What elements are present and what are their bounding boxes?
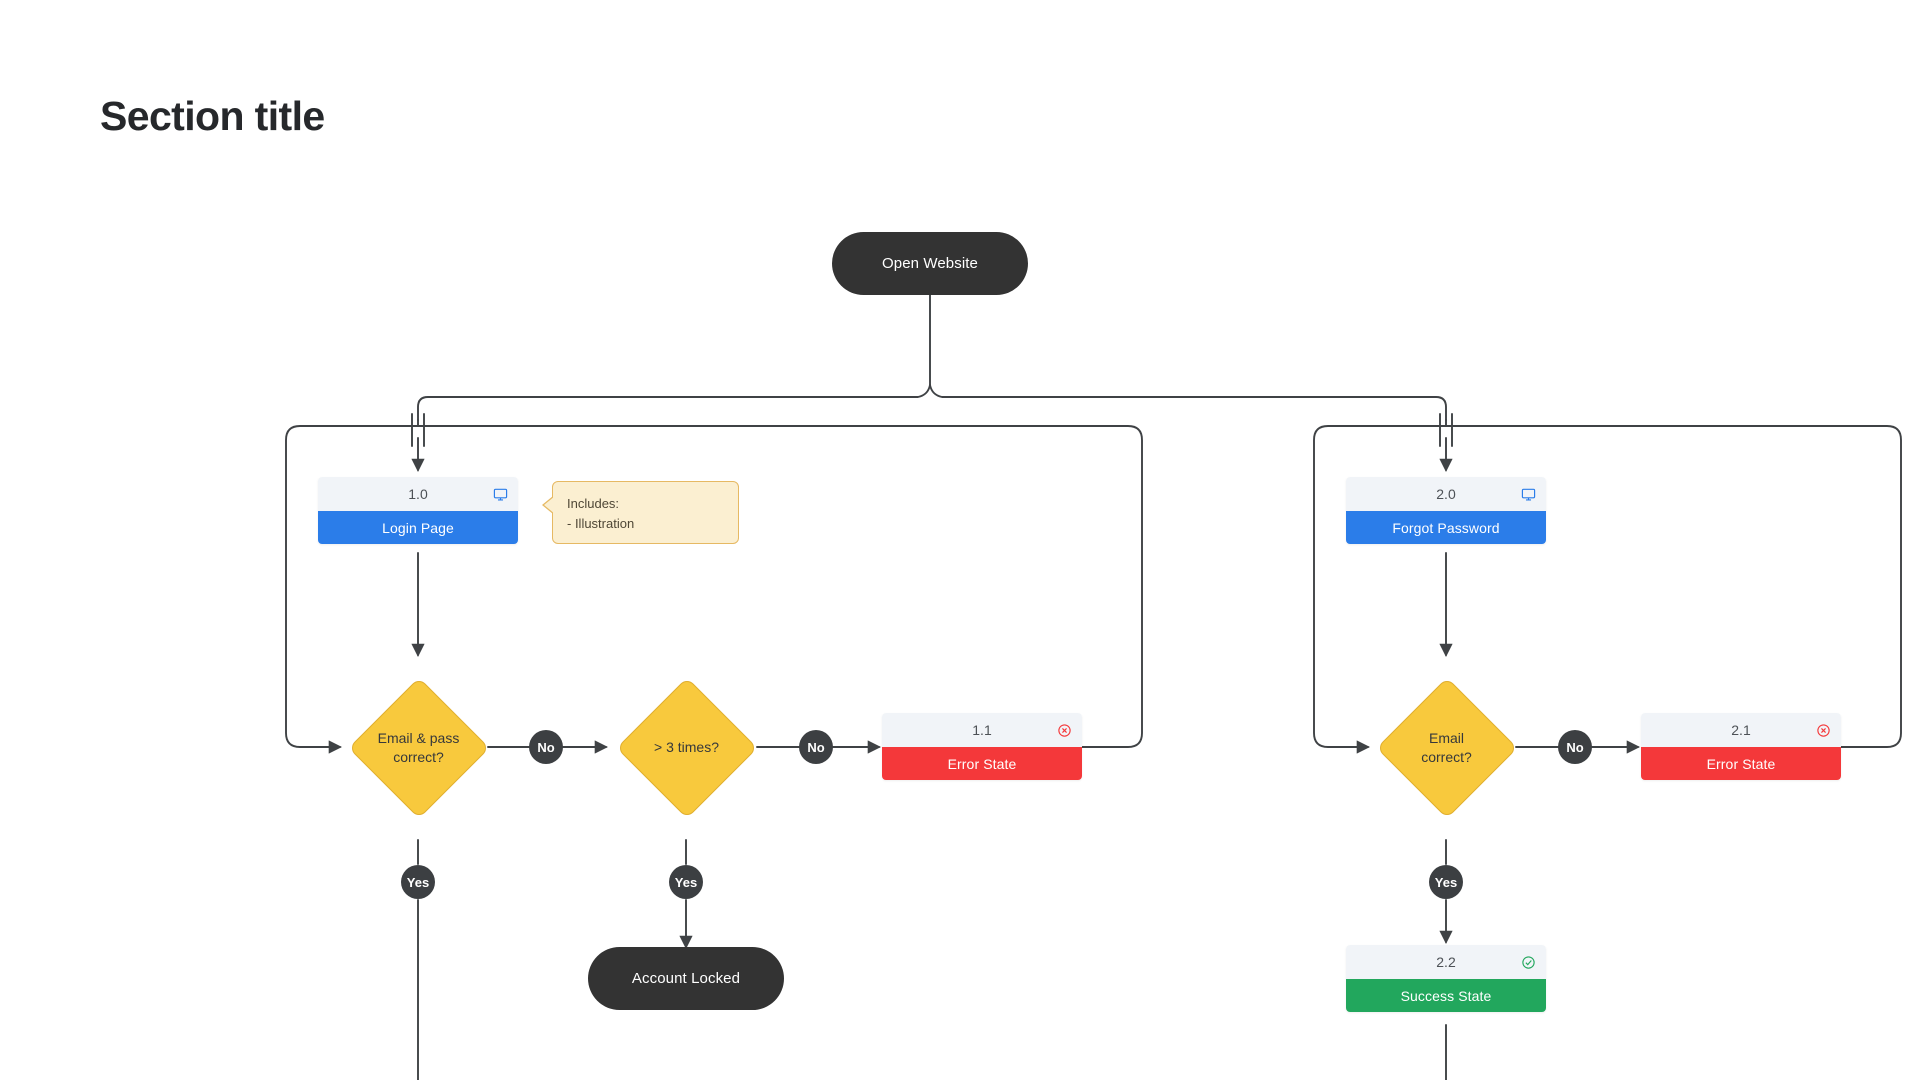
edge-label-no-2: No	[799, 730, 833, 764]
node-open-website[interactable]: Open Website	[832, 232, 1028, 295]
edge-label-no-3: No	[1558, 730, 1592, 764]
edge-split-right	[929, 384, 1447, 421]
note-login-page-includes[interactable]: Includes: - Illustration	[542, 481, 739, 544]
monitor-icon	[492, 486, 508, 502]
node-error-1-1-body: Error State	[882, 747, 1082, 780]
node-decision-email-correct[interactable]: Email correct?	[1368, 669, 1525, 826]
edge-label-yes-2: Yes	[669, 865, 703, 899]
node-decision-more-than-3-times[interactable]: > 3 times?	[608, 669, 765, 826]
note-tail-fill	[544, 496, 555, 514]
node-success-2-2-number: 2.2	[1436, 954, 1456, 970]
node-login-page-label: Login Page	[382, 519, 454, 536]
edge-split-left	[417, 384, 931, 421]
note-title: Includes:	[567, 496, 620, 511]
node-forgot-password-header: 2.0	[1346, 477, 1546, 511]
node-account-locked[interactable]: Account Locked	[588, 947, 784, 1010]
node-error-state-2-1-card[interactable]: 2.1 Error State	[1641, 713, 1841, 780]
node-success-2-2-label: Success State	[1400, 987, 1492, 1004]
error-circle-icon	[1056, 722, 1072, 738]
node-success-2-2-header: 2.2	[1346, 945, 1546, 979]
error-circle-icon	[1815, 722, 1831, 738]
decision-diamond-shape	[615, 676, 758, 819]
node-account-locked-label: Account Locked	[631, 970, 741, 987]
node-error-2-1-number: 2.1	[1731, 722, 1751, 738]
edge-label-yes-1-text: Yes	[406, 874, 430, 890]
node-login-page-body: Login Page	[318, 511, 518, 544]
node-forgot-password-body: Forgot Password	[1346, 511, 1546, 544]
node-success-2-2-body: Success State	[1346, 979, 1546, 1012]
decision-diamond-shape	[347, 676, 490, 819]
node-decision-email-pass-correct[interactable]: Email & pass correct?	[340, 669, 497, 826]
node-error-2-1-label: Error State	[1706, 755, 1776, 772]
edge-label-no-2-text: No	[807, 739, 825, 755]
monitor-icon	[1520, 486, 1536, 502]
node-error-state-1-1-card[interactable]: 1.1 Error State	[882, 713, 1082, 780]
node-error-1-1-header: 1.1	[882, 713, 1082, 747]
node-forgot-password-number: 2.0	[1436, 486, 1456, 502]
node-error-2-1-body: Error State	[1641, 747, 1841, 780]
node-error-2-1-header: 2.1	[1641, 713, 1841, 747]
node-login-page-header: 1.0	[318, 477, 518, 511]
node-login-page-card[interactable]: 1.0 Login Page	[318, 477, 518, 544]
edge-label-yes-2-text: Yes	[674, 874, 698, 890]
page-title: Section title	[100, 93, 325, 139]
decision-diamond-shape	[1375, 676, 1518, 819]
edge-label-no-1-text: No	[537, 739, 555, 755]
edge-label-yes-3: Yes	[1429, 865, 1463, 899]
edge-label-yes-1: Yes	[401, 865, 435, 899]
node-login-page-number: 1.0	[408, 486, 428, 502]
node-forgot-password-label: Forgot Password	[1392, 519, 1500, 536]
edge-label-no-3-text: No	[1566, 739, 1584, 755]
node-error-1-1-number: 1.1	[972, 722, 992, 738]
edge-label-yes-3-text: Yes	[1434, 874, 1458, 890]
node-success-state-2-2-card[interactable]: 2.2 Success State	[1346, 945, 1546, 1012]
node-forgot-password-card[interactable]: 2.0 Forgot Password	[1346, 477, 1546, 544]
check-circle-icon	[1520, 954, 1536, 970]
node-open-website-label: Open Website	[882, 255, 978, 272]
edge-label-no-1: No	[529, 730, 563, 764]
note-item: - Illustration	[567, 515, 635, 531]
node-error-1-1-label: Error State	[947, 755, 1017, 772]
